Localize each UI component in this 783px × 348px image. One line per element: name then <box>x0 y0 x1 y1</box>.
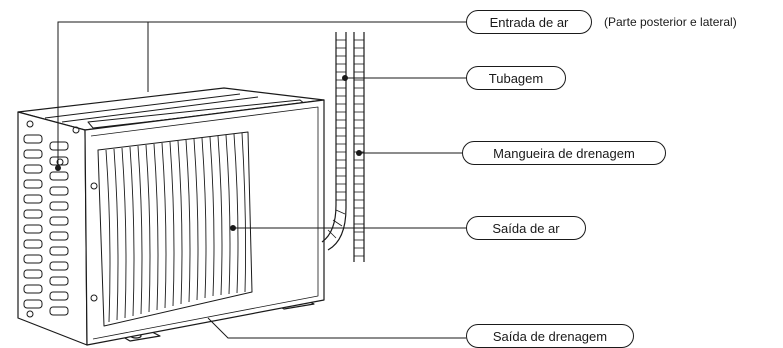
label-air-inlet-note: (Parte posterior e lateral) <box>604 15 737 29</box>
label-air-inlet: Entrada de ar <box>466 10 592 34</box>
label-piping: Tubagem <box>466 66 566 90</box>
unit-left-side <box>17 111 88 346</box>
side-grille <box>23 134 69 316</box>
leader-drain-outlet <box>207 317 466 339</box>
screws <box>26 120 98 318</box>
front-grille-outline <box>97 131 253 327</box>
drain-hose <box>353 32 365 262</box>
piping <box>321 32 347 251</box>
front-grille-slats <box>105 132 247 323</box>
label-drain-hose: Mangueira de drenagem <box>462 141 666 165</box>
unit-front <box>84 99 325 346</box>
leader-endpoints <box>55 75 362 231</box>
leader-air-inlet <box>57 21 466 168</box>
label-drain-outlet: Saída de drenagem <box>466 324 634 348</box>
label-air-outlet: Saída de ar <box>466 216 586 240</box>
